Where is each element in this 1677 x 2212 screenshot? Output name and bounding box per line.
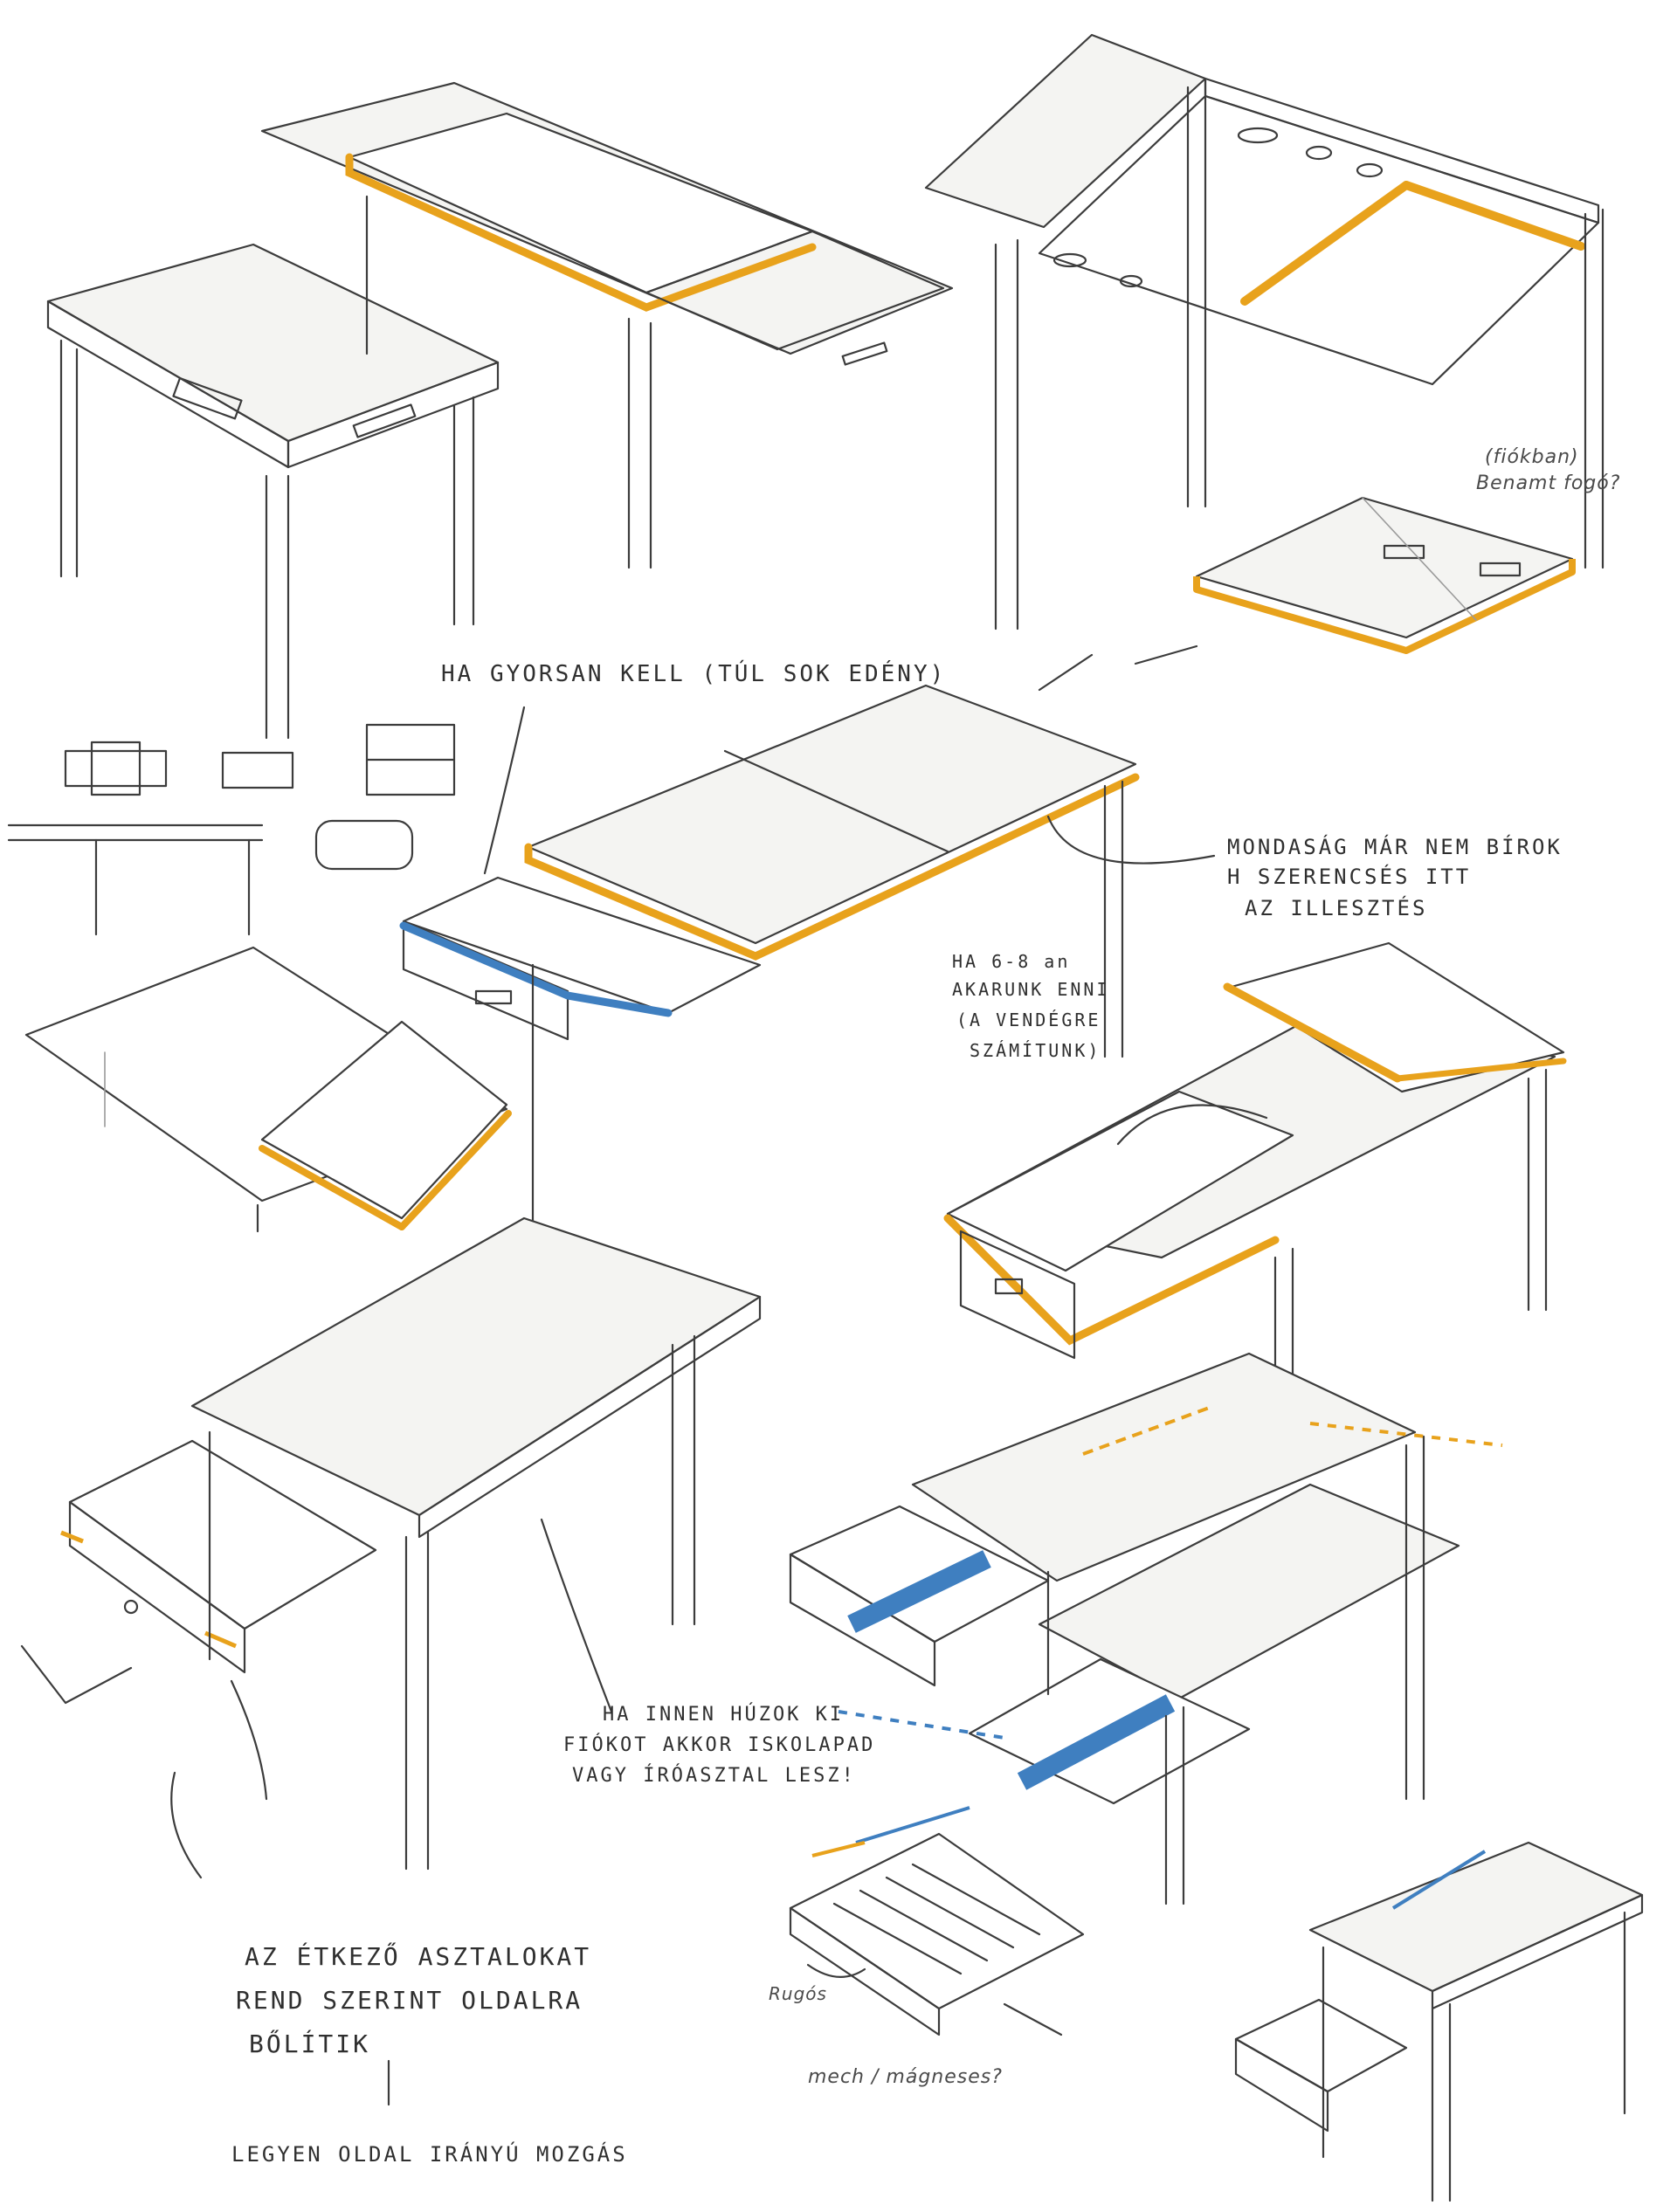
- sketch-extending-table: [260, 81, 954, 569]
- sketch-small-table: [46, 243, 500, 740]
- note-pull-3: VAGY ÍRÓASZTAL LESZ!: [572, 1764, 856, 1787]
- note-pull-2: FIÓKOT AKKOR ISKOLAPAD: [563, 1733, 875, 1756]
- note-fit-3: AZ ILLESZTÉS: [1245, 895, 1427, 920]
- note-handle-2: Benamt fogó?: [1476, 472, 1620, 494]
- note-spring: Rugós: [769, 1983, 827, 2004]
- note-guests-3: (A VENDÉGRE: [956, 1010, 1101, 1030]
- note-magnet: mech / mágneses?: [808, 2066, 1003, 2088]
- note-row-2: REND SZERINT OLDALRA: [236, 1986, 583, 2015]
- sketch-cutlery-tray: [789, 1806, 1085, 2036]
- note-fit-2: H SZERENCSÉS ITT: [1227, 864, 1471, 889]
- sketch-plan-views: [7, 723, 456, 936]
- note-handle-1: (fiókban): [1485, 446, 1579, 468]
- note-guests-2: AKARUNK ENNI: [952, 979, 1110, 1000]
- annotations: HA GYORSAN KELL (TÚL SOK EDÉNY) MONDASÁG…: [231, 659, 1563, 2167]
- sketch-underside-view: [924, 33, 1605, 631]
- note-guests-1: HA 6-8 an: [952, 951, 1070, 972]
- leader-lines: [170, 706, 1216, 2106]
- note-row-1: AZ ÉTKEZŐ ASZTALOKAT: [245, 1941, 591, 1971]
- note-guests-4: SZÁMÍTUNK): [970, 1040, 1101, 1061]
- sketch-center-table-drawer: [399, 644, 1198, 1242]
- sketch-drawer-tray: (fiókban) Benamt fogó?: [1193, 446, 1620, 654]
- sketch-small-table-drawer: [1234, 1841, 1644, 2202]
- sketch-folding-top: [24, 946, 512, 1233]
- note-row-3: BŐLÍTIK: [249, 2029, 370, 2058]
- note-side: LEGYEN OLDAL IRÁNYÚ MOZGÁS: [231, 2140, 628, 2167]
- sketch-slide-drawers: [789, 1352, 1503, 1905]
- note-pull-1: HA INNEN HÚZOK KI: [603, 1703, 844, 1726]
- sketch-large-table-side-drawer: [20, 1216, 762, 1871]
- note-fit-1: MONDASÁG MÁR NEM BÍROK: [1227, 834, 1563, 859]
- note-fast: HA GYORSAN KELL (TÚL SOK EDÉNY): [441, 659, 946, 687]
